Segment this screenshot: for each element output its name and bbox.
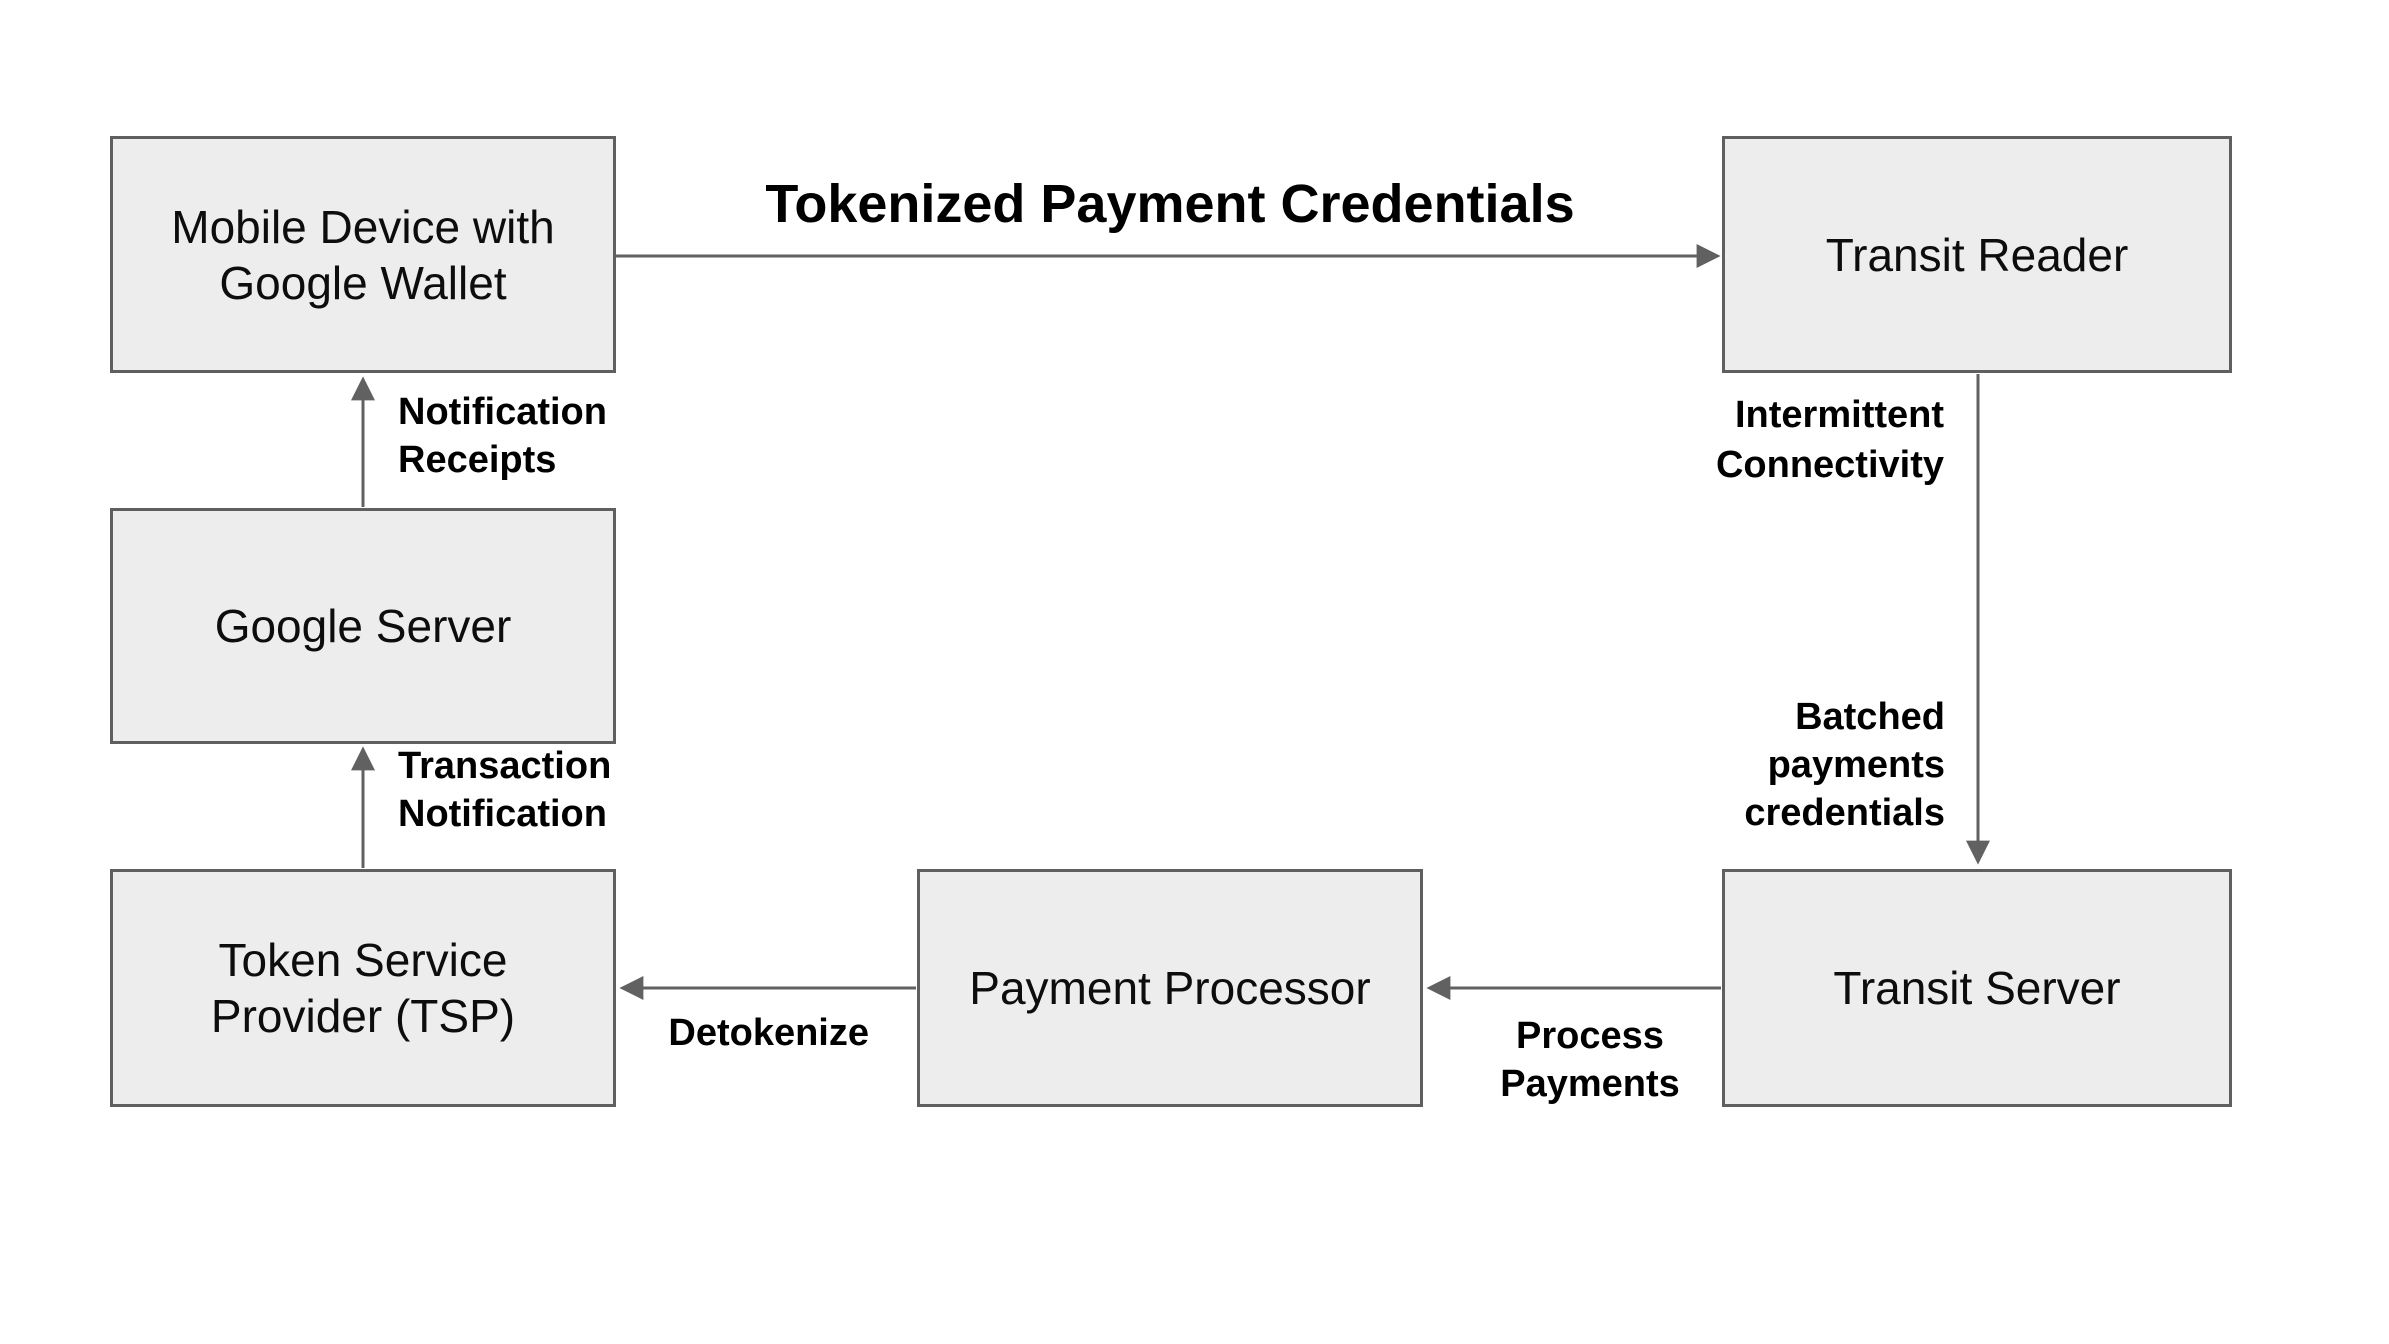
edge-label-transaction-notification: Transaction Notification: [398, 745, 612, 835]
edge-label-notification-receipts: Notification Receipts: [398, 391, 607, 481]
node-mobile-device: Mobile Device with Google Wallet: [110, 136, 616, 373]
node-payment-processor-label: Payment Processor: [969, 962, 1371, 1014]
edge-label-process-payments: Process Payments: [1500, 1015, 1680, 1105]
node-mobile-device-label: Mobile Device with Google Wallet: [171, 200, 555, 309]
node-payment-processor: Payment Processor: [917, 869, 1423, 1107]
edge-label-detokenize: Detokenize: [668, 1012, 869, 1054]
edge-label-batched-payments-credentials: Batched payments credentials: [1744, 696, 1945, 834]
node-token-service-provider: Token Service Provider (TSP): [110, 869, 616, 1107]
node-token-service-provider-label: Token Service Provider (TSP): [210, 934, 516, 1042]
node-google-server: Google Server: [110, 508, 616, 744]
node-transit-reader-label: Transit Reader: [1825, 228, 2129, 281]
node-transit-server: Transit Server: [1722, 869, 2232, 1107]
node-transit-server-label: Transit Server: [1833, 962, 2121, 1014]
edge-label-tokenized-payment-credentials: Tokenized Payment Credentials: [765, 174, 1575, 234]
node-transit-reader: Transit Reader: [1722, 136, 2232, 373]
node-google-server-label: Google Server: [214, 600, 512, 652]
edge-label-intermittent-connectivity: Intermittent Connectivity: [1715, 394, 1944, 486]
